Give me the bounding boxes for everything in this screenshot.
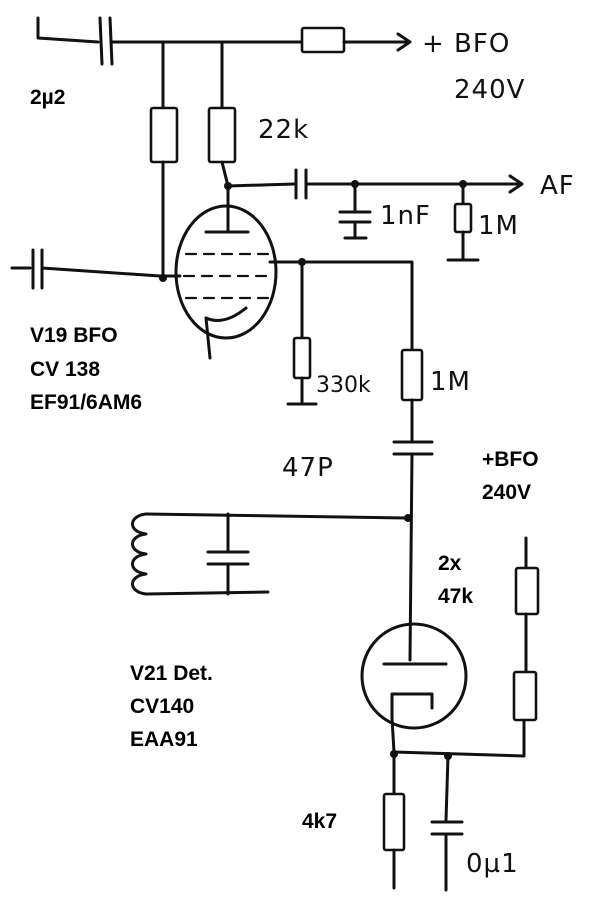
- capacitor-1nf: [338, 182, 372, 240]
- screen-grid-wire: [268, 260, 414, 352]
- ground-330k: [286, 376, 318, 406]
- label-2x: 2x: [438, 552, 462, 575]
- wire-47p-to-detector: [408, 452, 414, 662]
- label-1m: 1M: [430, 367, 471, 397]
- diode-v21: [360, 622, 468, 730]
- pentode-v19: [174, 204, 278, 360]
- wire-anode-to-coupling-cap: [226, 182, 296, 188]
- grid-input-capacitor: [10, 248, 44, 290]
- label-47k: 47k: [438, 585, 473, 608]
- resistor-top-supply: [300, 26, 346, 54]
- label-2u2: 2µ2: [30, 86, 65, 109]
- label-v21-line1: V21 Det.: [130, 662, 213, 685]
- label-330k: 330k: [316, 373, 371, 398]
- label-1nf: 1nF: [380, 201, 431, 231]
- af-output-wire: [304, 174, 524, 194]
- label-v21-line3: EAA91: [130, 728, 198, 751]
- label-bfo-voltage-top: 240V: [454, 75, 525, 105]
- label-bfo-supply-line2: 240V: [482, 481, 531, 504]
- label-bfo-supply-line1: +BFO: [482, 448, 539, 471]
- label-v19-line2: CV 138: [30, 358, 100, 381]
- label-4k7: 4k7: [302, 810, 337, 833]
- label-v19-line3: EF91/6AM6: [30, 391, 142, 414]
- label-af: AF: [540, 171, 575, 201]
- resistor-47k-lower: [512, 670, 538, 722]
- wire-22k-to-anode: [220, 160, 230, 234]
- capacitor-0u1: [430, 754, 464, 892]
- grid-input-wire: [40, 266, 182, 278]
- resistor-22k: [207, 106, 237, 164]
- resistor-1m: [400, 348, 424, 402]
- label-0u1: 0µ1: [466, 849, 519, 879]
- label-47p: 47P: [282, 453, 334, 483]
- label-1m-af: 1M: [478, 211, 519, 241]
- resistor-4k7: [382, 792, 406, 852]
- label-v21-line2: CV140: [130, 695, 194, 718]
- resistor-47k-upper: [514, 566, 540, 616]
- resistor-grid-leak: [149, 106, 179, 164]
- label-bfo-supply-top: + BFO: [422, 29, 510, 59]
- label-22k: 22k: [258, 115, 309, 145]
- grid-junction: [159, 274, 167, 282]
- ground-1m-af: [446, 230, 480, 262]
- lc-tank-circuit: [131, 512, 408, 596]
- resistor-1m-af: [453, 202, 473, 234]
- label-v19-line1: V19 BFO: [30, 324, 118, 347]
- tank-junction: [404, 514, 412, 522]
- resistor-330k: [292, 336, 312, 380]
- detector-cathode-wire: [390, 716, 526, 758]
- input-capacitor-2u2: [36, 16, 114, 66]
- bfo-supply-arrow-top: [342, 32, 412, 52]
- capacitor-47p: [392, 440, 434, 456]
